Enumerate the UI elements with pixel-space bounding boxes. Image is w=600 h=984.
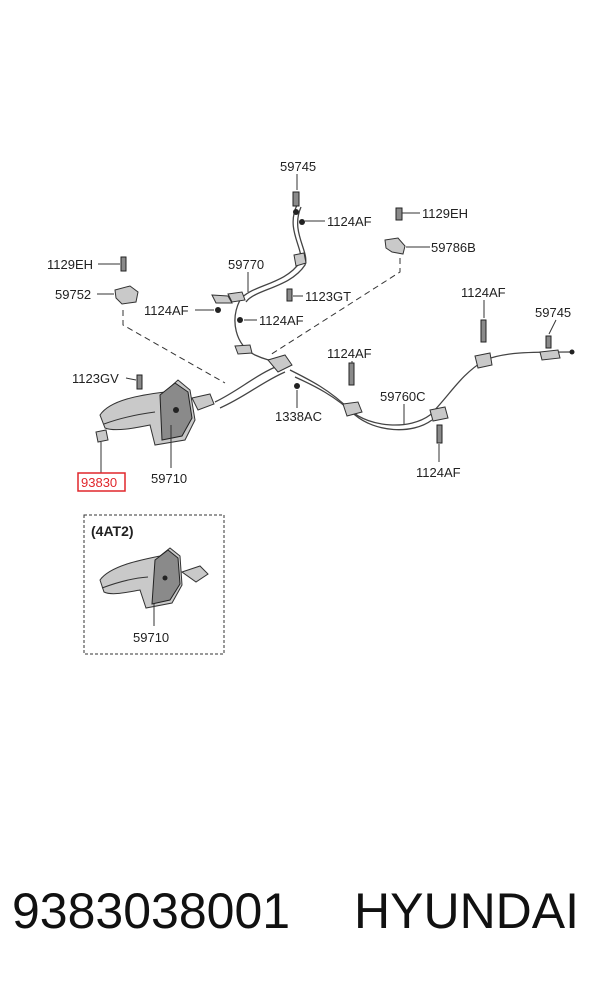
- label-59745-top: 59745: [280, 159, 316, 174]
- label-1124af-d: 1124AF: [461, 285, 506, 300]
- label-1124af-a: 1124AF: [327, 214, 372, 229]
- footer: 9383038001 HYUNDAI: [12, 883, 579, 939]
- inset-label-59710: 59710: [133, 630, 169, 645]
- label-1129eh-right: 1129EH: [422, 206, 468, 221]
- label-1124af-c: 1124AF: [259, 313, 304, 328]
- label-93830[interactable]: 93830: [81, 475, 117, 490]
- label-59770: 59770: [228, 257, 264, 272]
- label-1124af-b: 1124AF: [144, 303, 189, 318]
- dashed-reference-lines: [122, 258, 401, 384]
- part-labels: 59745 1124AF 1129EH 59786B 1129EH 59770 …: [47, 159, 571, 492]
- label-1123gt: 1123GT: [305, 289, 351, 304]
- label-1123gv: 1123GV: [72, 371, 119, 386]
- leader-lines: [97, 174, 557, 473]
- parking-brake-lever: [99, 379, 215, 446]
- label-59786b: 59786B: [431, 240, 476, 255]
- label-1338ac: 1338AC: [275, 409, 322, 424]
- label-1129eh-left: 1129EH: [47, 257, 93, 272]
- label-59745-right: 59745: [535, 305, 571, 320]
- label-59760c: 59760C: [380, 389, 426, 404]
- brand-name: HYUNDAI: [354, 883, 579, 939]
- label-1124af-f: 1124AF: [416, 465, 461, 480]
- label-59710: 59710: [151, 471, 187, 486]
- highlight-box: [77, 472, 126, 492]
- label-59752: 59752: [55, 287, 91, 302]
- inset-4at2: (4AT2) 59710: [83, 514, 225, 655]
- label-1124af-e: 1124AF: [327, 346, 372, 361]
- hardware: [95, 191, 575, 444]
- part-number: 9383038001: [12, 883, 290, 939]
- inset-title: (4AT2): [91, 523, 134, 539]
